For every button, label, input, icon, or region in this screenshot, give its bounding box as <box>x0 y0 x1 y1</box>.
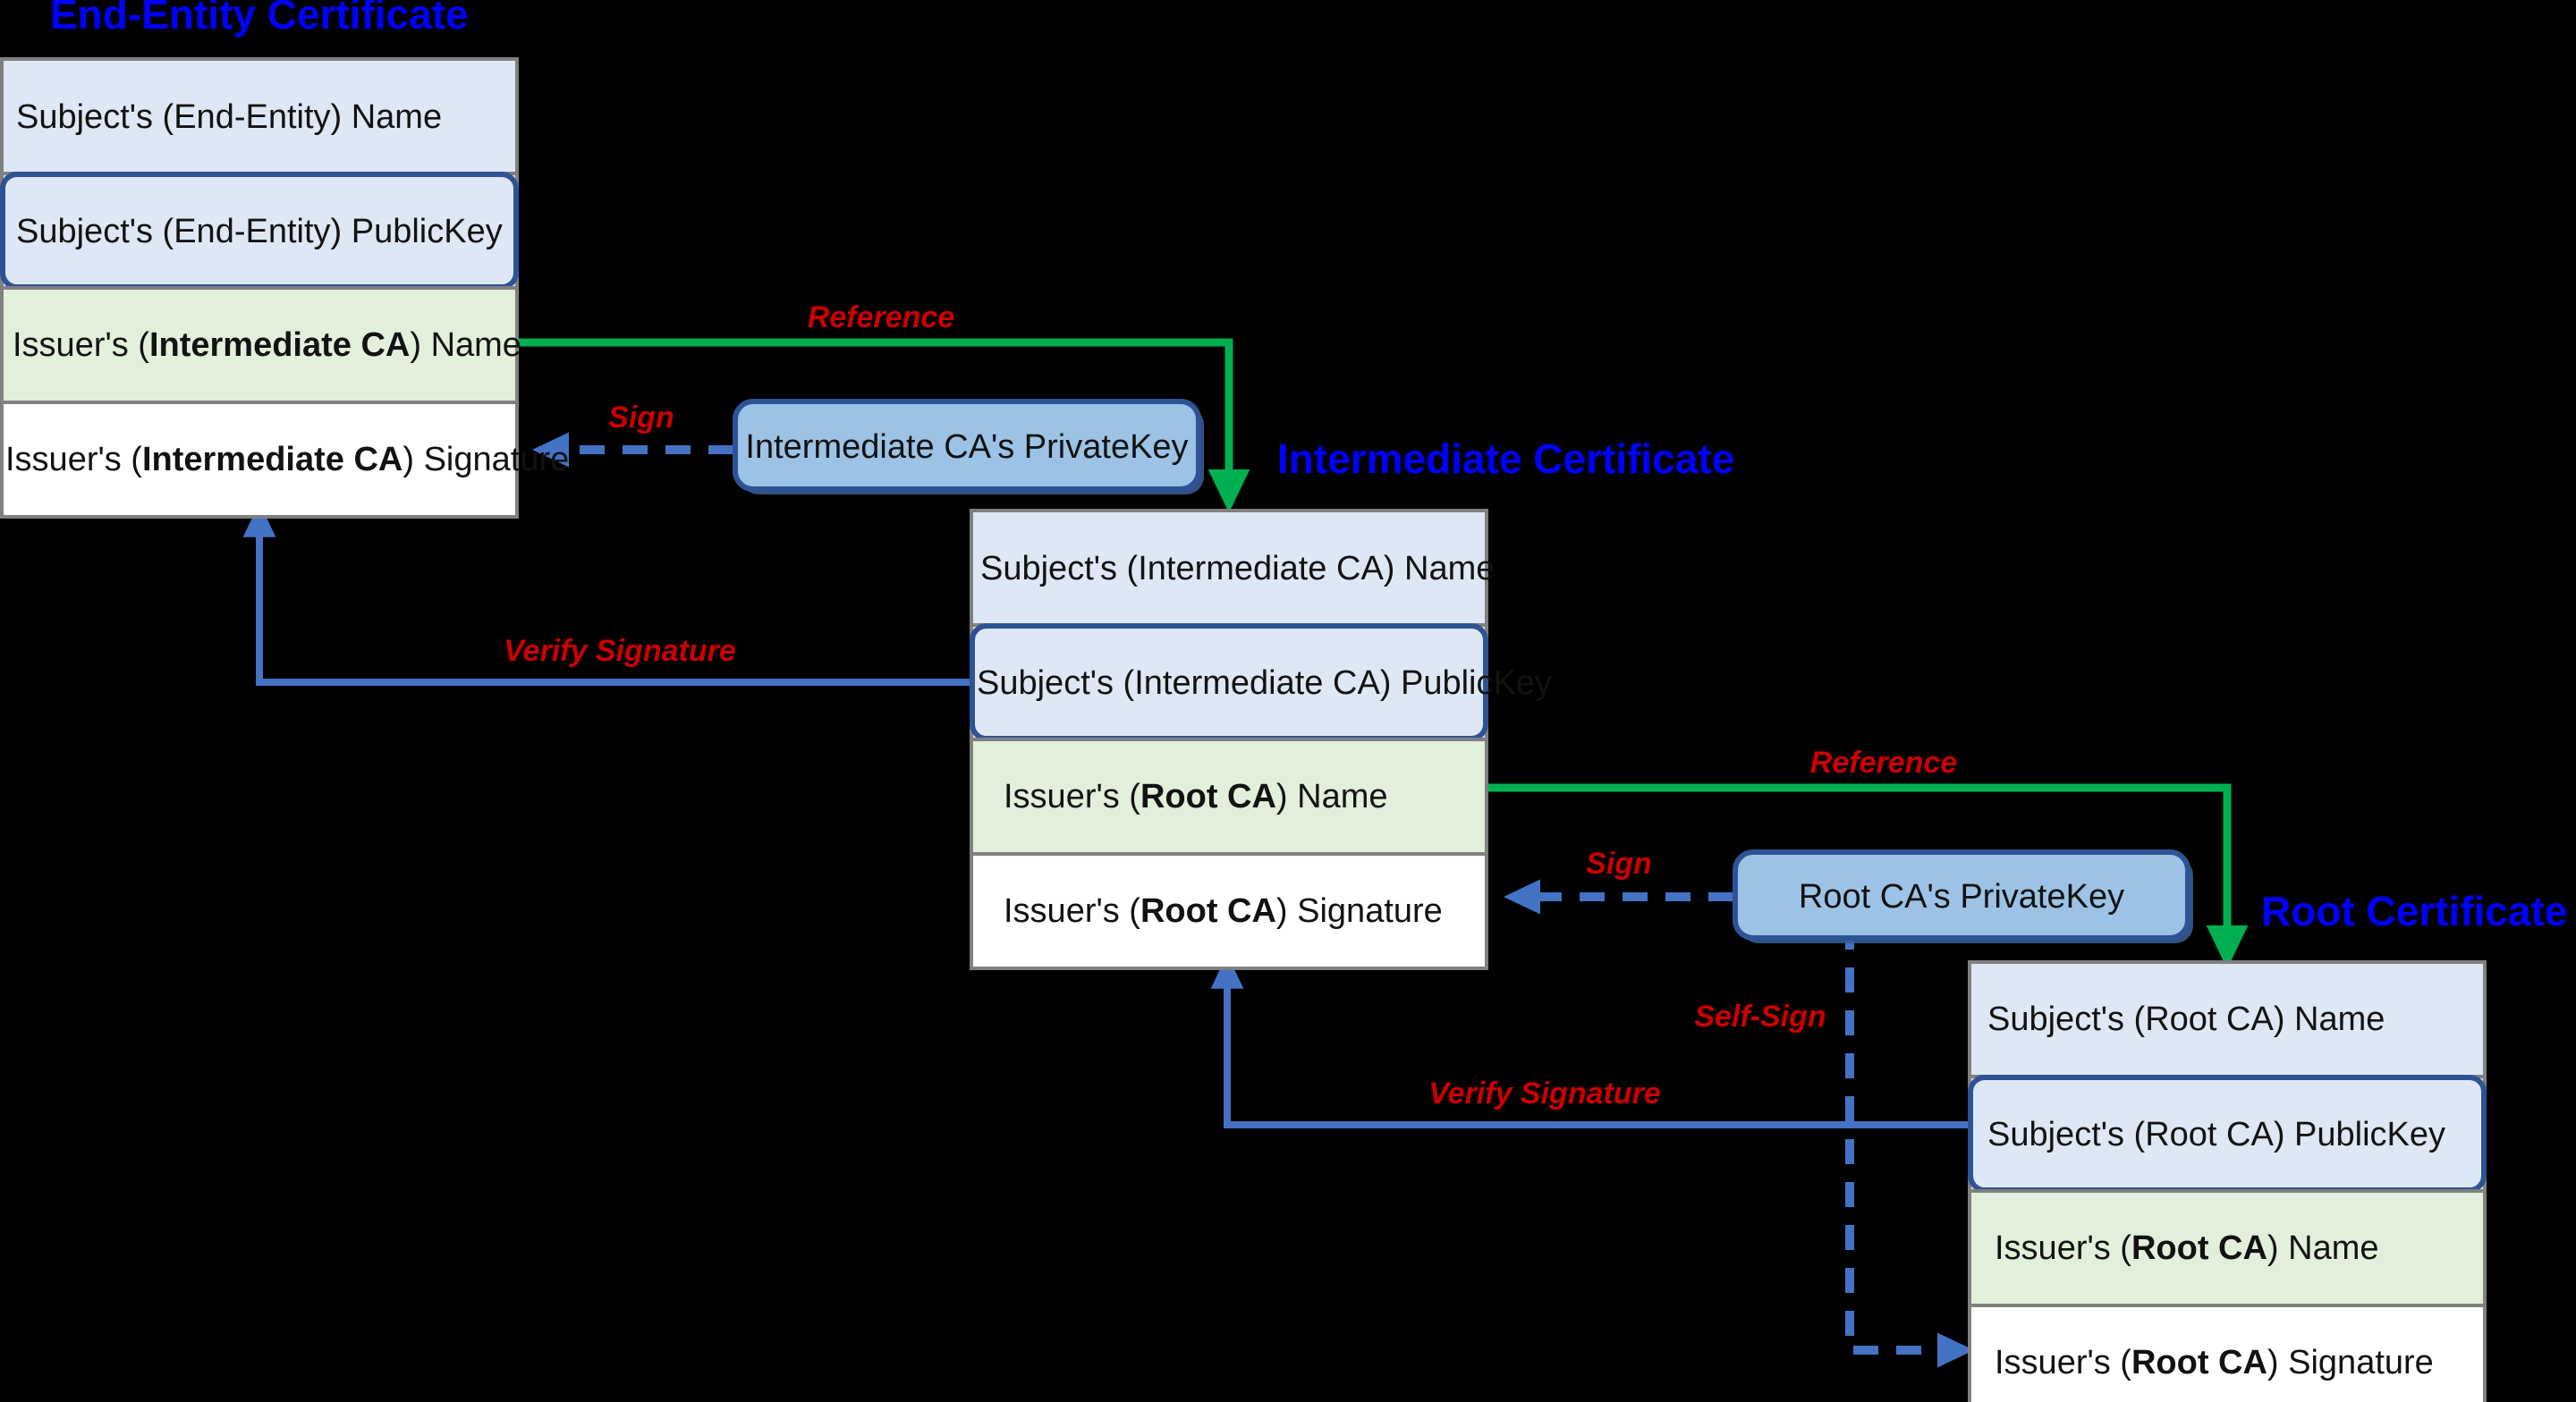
edge-self-sign-root <box>1845 925 1974 1368</box>
root-privatekey-label: Root CA's PrivateKey <box>1799 878 2124 916</box>
intermediate-title: Intermediate Certificate <box>1277 435 1734 482</box>
end-entity-row-subject-name-box[interactable] <box>0 57 519 175</box>
root-privatekey-box[interactable] <box>1733 849 2190 941</box>
certificate-root[interactable]: Root Certificate Subject's (Root CA) Nam… <box>1968 888 2567 1402</box>
edge-verify-intermediate <box>1210 954 1968 1128</box>
intermediate-row-subject-publickey-label: Subject's (Intermediate CA) PublicKey <box>977 664 1552 702</box>
edge-verify-ee <box>242 503 973 686</box>
certificate-end-entity[interactable]: End-Entity Certificate Subject's (End-En… <box>0 0 569 519</box>
end-entity-row-issuer-signature-label: Issuer's (Intermediate CA) Signature <box>5 441 569 478</box>
root-row-subject-name-box[interactable] <box>1968 960 2487 1078</box>
label-verify-ee: Verify Signature <box>504 634 735 668</box>
root-row-subject-publickey-label: Subject's (Root CA) PublicKey <box>1987 1116 2445 1153</box>
root-row-issuer-name-box[interactable] <box>1968 1189 2487 1307</box>
end-entity-row-subject-publickey-label: Subject's (End-Entity) PublicKey <box>16 213 503 250</box>
intermediate-row-issuer-signature-box[interactable] <box>970 852 1488 970</box>
label-reference-ee: Reference <box>808 300 954 334</box>
edge-reference-ee-to-intermediate <box>517 338 1250 513</box>
label-verify-intermediate: Verify Signature <box>1428 1077 1660 1111</box>
edge-reference-int-to-root <box>1487 783 2249 969</box>
intermediate-row-issuer-name-box[interactable] <box>970 738 1488 856</box>
intermediate-privatekey-label: Intermediate CA's PrivateKey <box>745 428 1188 466</box>
end-entity-title: End-Entity Certificate <box>50 0 469 38</box>
intermediate-row-subject-name-label: Subject's (Intermediate CA) Name <box>980 550 1495 587</box>
key-intermediate-privatekey[interactable]: Intermediate CA's PrivateKey <box>733 399 1204 494</box>
intermediate-privatekey-box[interactable] <box>733 399 1201 492</box>
root-row-issuer-name-label: Issuer's (Root CA) Name <box>1995 1229 2379 1267</box>
key-root-privatekey[interactable]: Root CA's PrivateKey <box>1733 849 2193 943</box>
label-sign-root: Sign <box>1586 847 1652 881</box>
certificate-intermediate[interactable]: Intermediate Certificate Subject's (Inte… <box>970 435 1734 970</box>
end-entity-row-issuer-signature-box[interactable] <box>0 401 519 519</box>
end-entity-row-issuer-name-box[interactable] <box>0 286 519 404</box>
intermediate-row-issuer-signature-label: Issuer's (Root CA) Signature <box>1004 892 1443 930</box>
root-row-subject-name-label: Subject's (Root CA) Name <box>1987 1001 2385 1038</box>
intermediate-row-subject-name-box[interactable] <box>970 509 1488 627</box>
end-entity-row-issuer-name-label: Issuer's (Intermediate CA) Name <box>13 326 521 364</box>
label-sign-ee: Sign <box>608 401 674 435</box>
end-entity-row-subject-name-label: Subject's (End-Entity) Name <box>16 98 442 136</box>
root-title: Root Certificate <box>2261 888 2567 934</box>
label-self-sign: Self-Sign <box>1694 1000 1826 1034</box>
intermediate-row-issuer-name-label: Issuer's (Root CA) Name <box>1004 778 1388 815</box>
root-row-issuer-signature-label: Issuer's (Root CA) Signature <box>1995 1344 2434 1381</box>
root-row-issuer-signature-box[interactable] <box>1968 1304 2487 1402</box>
label-reference-root: Reference <box>1810 746 1957 780</box>
